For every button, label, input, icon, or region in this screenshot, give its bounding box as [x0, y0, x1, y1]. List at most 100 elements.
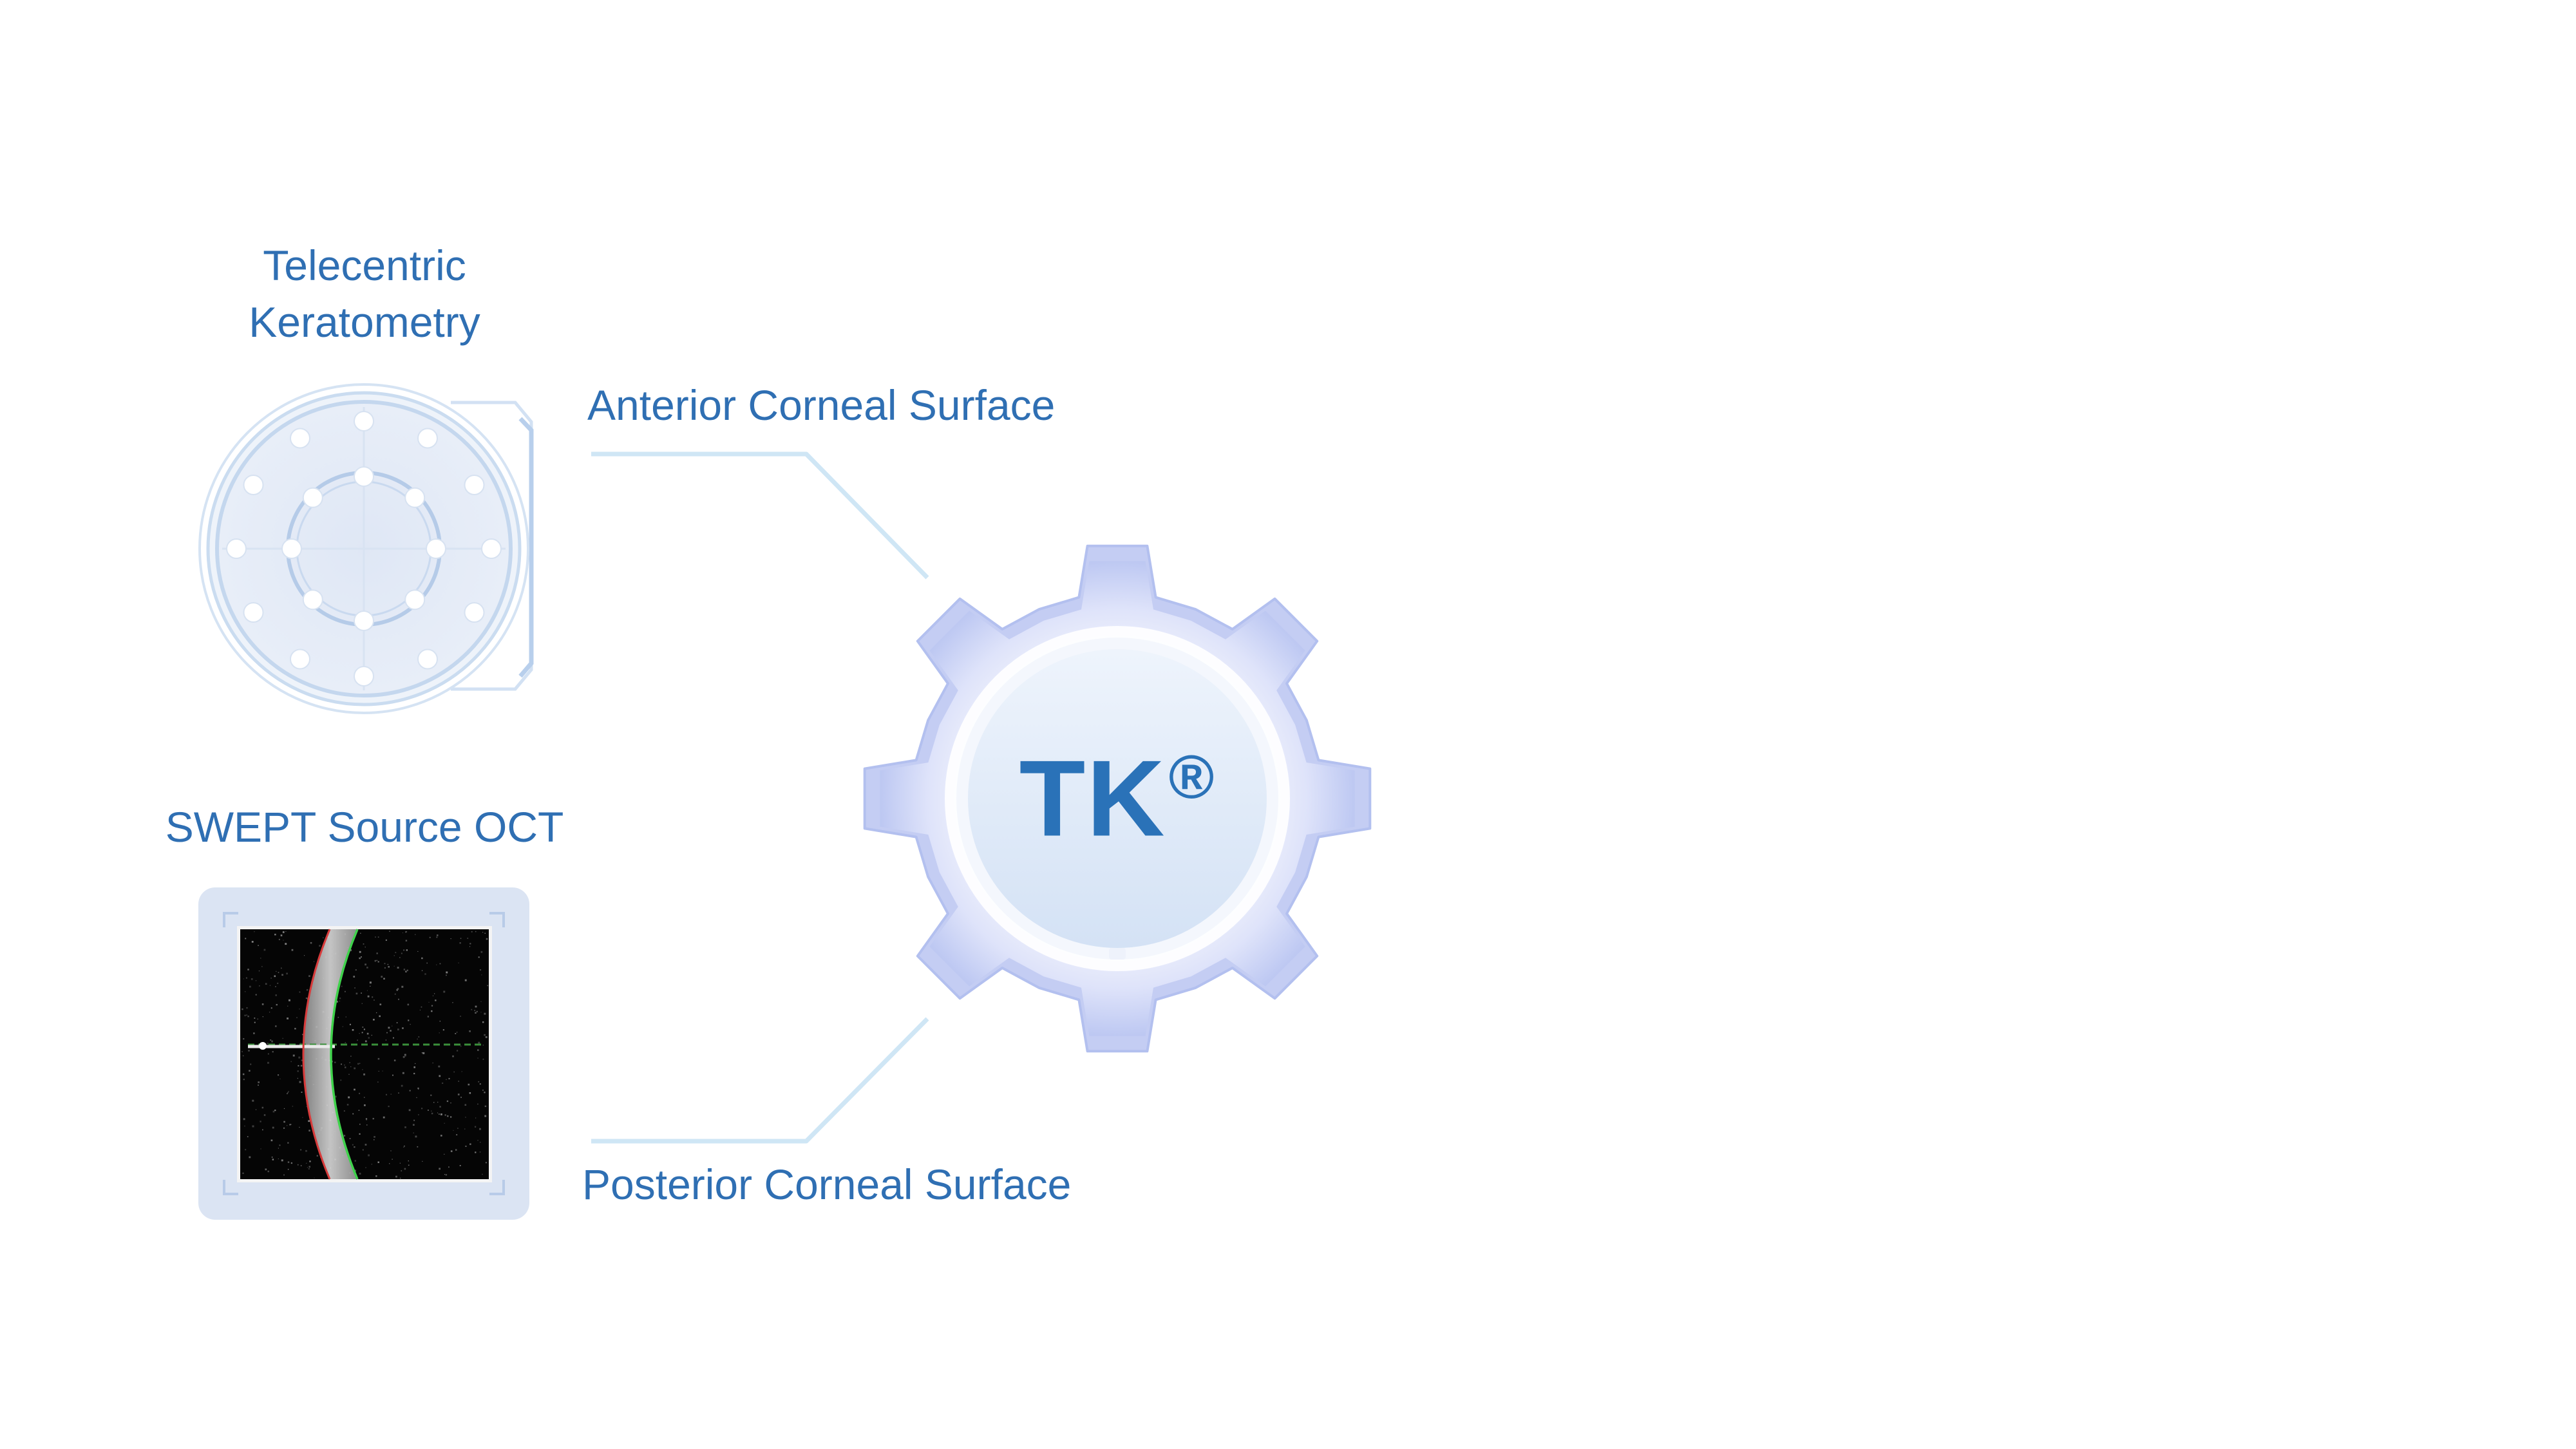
oct-speckle	[479, 1083, 481, 1085]
oct-speckle	[485, 1162, 487, 1164]
oct-speckle	[400, 1177, 401, 1179]
oct-speckle	[460, 1097, 462, 1098]
keratometry-dots	[226, 411, 502, 687]
oct-speckle	[478, 1041, 480, 1044]
oct-speckle	[282, 931, 285, 933]
oct-speckle	[426, 962, 428, 964]
oct-speckle	[243, 978, 244, 980]
oct-speckle	[455, 1033, 457, 1034]
oct-speckle	[440, 1135, 442, 1137]
oct-speckle	[361, 992, 362, 994]
oct-speckle	[452, 1002, 453, 1003]
oct-speckle	[413, 1124, 415, 1126]
oct-speckle	[242, 1073, 245, 1075]
oct-speckle	[359, 957, 361, 960]
oct-speckle	[395, 952, 397, 953]
keratometry-dot	[354, 611, 374, 631]
oct-speckle	[281, 967, 282, 969]
oct-speckle	[448, 1166, 450, 1168]
oct-speckle	[267, 1061, 269, 1064]
oct-speckle	[287, 1169, 289, 1170]
oct-speckle	[439, 1106, 441, 1108]
keratometry-dot	[243, 602, 264, 623]
oct-speckle	[437, 1101, 439, 1103]
oct-speckle	[301, 1059, 303, 1061]
oct-speckle	[345, 990, 346, 992]
oct-speckle	[469, 946, 471, 947]
oct-speckle	[444, 1174, 446, 1175]
oct-speckle	[289, 1124, 291, 1126]
oct-speckle	[277, 982, 279, 984]
oct-speckle	[251, 978, 253, 980]
oct-speckle	[360, 933, 361, 934]
oct-speckle	[263, 949, 266, 951]
oct-speckle	[375, 1175, 377, 1177]
oct-speckle	[484, 1012, 486, 1015]
oct-speckle	[383, 978, 385, 980]
oct-speckle	[337, 1016, 339, 1018]
oct-speckle	[272, 1051, 274, 1053]
oct-speckle	[306, 1162, 307, 1164]
oct-speckle	[413, 1066, 415, 1068]
oct-speckle	[447, 1115, 449, 1117]
oct-speckle	[444, 1122, 445, 1124]
oct-speckle	[246, 1007, 248, 1009]
oct-speckle	[242, 1172, 244, 1174]
oct-speckle	[274, 1110, 276, 1112]
oct-speckle	[437, 934, 439, 936]
oct-speckle	[343, 1135, 346, 1137]
keratometry-dot	[243, 475, 264, 495]
oct-speckle	[459, 942, 461, 944]
oct-speckle	[393, 1037, 394, 1039]
oct-speckle	[377, 1161, 379, 1163]
oct-speckle	[421, 1006, 422, 1008]
oct-speckle	[404, 1054, 406, 1056]
keratometry-dot	[464, 475, 485, 495]
oct-speckle	[247, 1016, 249, 1018]
oct-speckle	[348, 1074, 350, 1075]
oct-speckle	[305, 998, 307, 999]
oct-speckle	[287, 1092, 289, 1094]
oct-speckle	[429, 936, 431, 938]
oct-speckle	[298, 1065, 299, 1066]
keratometry-dot	[226, 538, 247, 559]
oct-speckle	[372, 1117, 374, 1120]
oct-speckle	[455, 1149, 457, 1151]
oct-speckle	[349, 1138, 351, 1139]
oct-speckle	[252, 1125, 254, 1128]
oct-speckle	[385, 939, 387, 941]
oct-speckle	[270, 1007, 272, 1009]
oct-speckle	[357, 1039, 358, 1041]
oct-speckle	[242, 1051, 243, 1052]
oct-speckle	[254, 1021, 256, 1023]
oct-speckle	[249, 1070, 251, 1072]
oct-speckle	[353, 976, 355, 978]
oct-speckle	[464, 1104, 467, 1106]
oct-speckle	[387, 963, 389, 965]
oct-speckle	[283, 1108, 285, 1109]
oct-speckle	[308, 975, 310, 977]
oct-speckle	[484, 1034, 486, 1036]
oct-speckle	[460, 938, 462, 939]
oct-speckle	[255, 994, 257, 996]
oct-speckle	[248, 1050, 250, 1052]
oct-speckle	[278, 938, 280, 940]
oct-speckle	[361, 956, 362, 958]
oct-speckle	[460, 1016, 461, 1017]
oct-speckle	[396, 989, 398, 991]
oct-speckle	[258, 1081, 260, 1083]
oct-speckle	[476, 1010, 478, 1012]
oct-speckle	[469, 943, 471, 945]
oct-speckle	[389, 1163, 390, 1164]
swept-source-oct-title: SWEPT Source OCT	[165, 803, 564, 851]
oct-speckle	[431, 1112, 433, 1115]
oct-speckle	[309, 1160, 311, 1162]
oct-speckle	[467, 938, 469, 939]
oct-speckle	[422, 1052, 425, 1054]
oct-speckle	[428, 1001, 430, 1003]
oct-speckle	[368, 1037, 370, 1039]
oct-speckle	[271, 1040, 273, 1043]
oct-speckle	[428, 1110, 429, 1111]
oct-speckle	[417, 1088, 419, 1090]
